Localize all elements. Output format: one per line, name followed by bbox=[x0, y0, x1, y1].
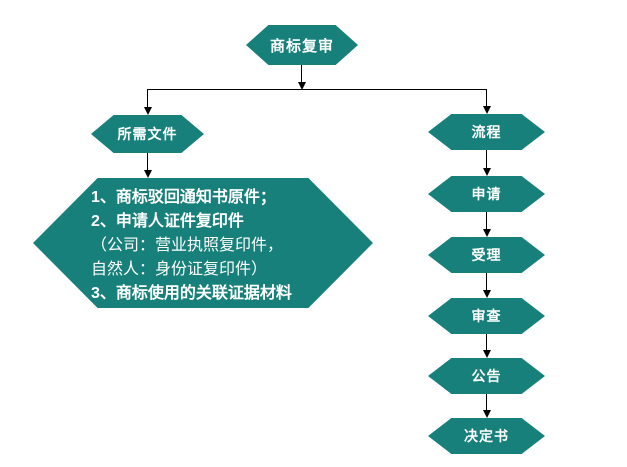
arrow-down-icon bbox=[482, 350, 491, 358]
node-step-application: 申请 bbox=[428, 176, 545, 212]
details-line: 自然人：身份证复印件） bbox=[91, 261, 268, 278]
connector-right-drop-line bbox=[486, 89, 487, 106]
arrow-down-icon bbox=[482, 168, 491, 176]
connector-process-to-apply-line bbox=[486, 150, 487, 168]
details-line: 1、商标驳回通知书原件； bbox=[91, 189, 276, 206]
connector-left-drop-line bbox=[147, 89, 148, 107]
node-details: 1、商标驳回通知书原件； 2、申请人证件复印件 （公司：营业执照复印件， 自然人… bbox=[33, 178, 373, 308]
connector-split-bar bbox=[147, 89, 487, 90]
node-process-label: 流程 bbox=[471, 124, 502, 140]
arrow-down-icon bbox=[482, 410, 491, 418]
node-required-documents-label: 所需文件 bbox=[117, 126, 178, 142]
details-line: 2、申请人证件复印件 bbox=[91, 213, 244, 230]
node-step-acceptance: 受理 bbox=[428, 237, 545, 273]
details-text-block: 1、商标驳回通知书原件； 2、申请人证件复印件 （公司：营业执照复印件， 自然人… bbox=[91, 186, 353, 306]
node-step-decision: 决定书 bbox=[428, 418, 545, 454]
details-line: 3、商标使用的关联证据材料 bbox=[91, 285, 292, 302]
node-step-examination-label: 审查 bbox=[471, 308, 502, 324]
connector-accept-to-examine-line bbox=[486, 273, 487, 290]
connector-examine-to-announce-line bbox=[486, 334, 487, 350]
node-step-acceptance-label: 受理 bbox=[471, 247, 502, 263]
node-step-announcement-label: 公告 bbox=[471, 368, 502, 384]
node-step-decision-label: 决定书 bbox=[464, 428, 509, 444]
node-trademark-review: 商标复审 bbox=[246, 25, 358, 65]
connector-title-down-line bbox=[301, 65, 302, 82]
details-line: （公司：营业执照复印件， bbox=[91, 237, 284, 254]
node-trademark-review-label: 商标复审 bbox=[269, 37, 334, 55]
connector-required-to-details-line bbox=[147, 153, 148, 170]
node-step-examination: 审查 bbox=[428, 298, 545, 334]
node-required-documents: 所需文件 bbox=[91, 115, 204, 153]
connector-apply-to-accept-line bbox=[486, 212, 487, 229]
arrow-down-icon bbox=[482, 229, 491, 237]
arrow-down-icon bbox=[297, 82, 306, 90]
arrow-down-icon bbox=[143, 107, 152, 115]
arrow-down-icon bbox=[482, 106, 491, 114]
node-step-application-label: 申请 bbox=[471, 186, 502, 202]
node-step-announcement: 公告 bbox=[428, 358, 545, 394]
connector-announce-to-decision-line bbox=[486, 394, 487, 410]
node-process: 流程 bbox=[428, 114, 545, 150]
arrow-down-icon bbox=[143, 170, 152, 178]
arrow-down-icon bbox=[482, 290, 491, 298]
